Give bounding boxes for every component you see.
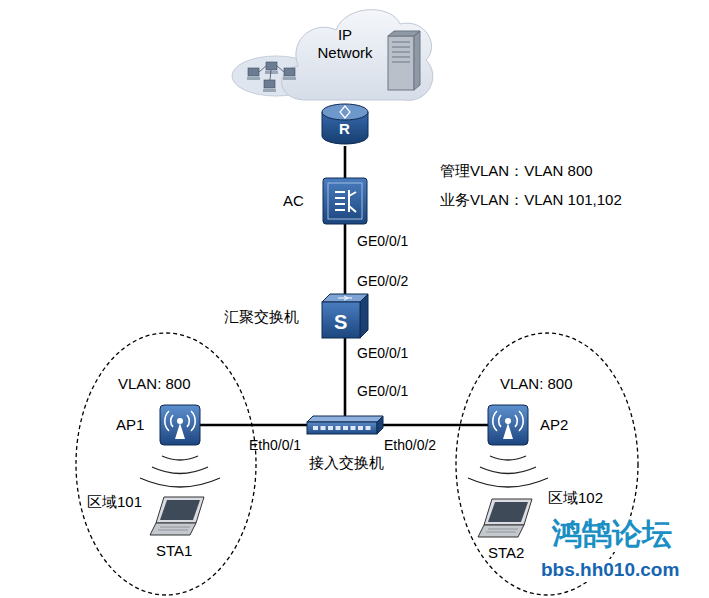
port-label: Eth0/0/2 [384, 437, 436, 454]
link-line [383, 424, 488, 427]
ap-shape [488, 405, 528, 445]
port-label: Eth0/0/1 [249, 437, 301, 454]
ip-network-cloud: IP Network [228, 0, 433, 110]
port-label: GE0/0/2 [357, 273, 408, 290]
coverage-area: VLAN: 800 区域102 AP2STA2 [455, 332, 639, 596]
link-line [344, 224, 347, 294]
node-label: IP Network [310, 26, 380, 62]
aggregation-switch: 汇聚交换机S [322, 294, 368, 338]
station-laptop: STA2 [478, 497, 534, 539]
link-line [200, 424, 307, 427]
ap-shape [160, 405, 200, 445]
ac-shape [323, 178, 367, 224]
node-label: AP2 [540, 416, 568, 434]
port-label: GE0/0/1 [357, 345, 408, 362]
ac-device: AC [323, 178, 367, 224]
port-label: GE0/0/1 [357, 233, 408, 250]
node-label: VLAN: 800 [500, 375, 573, 393]
node-label: AP1 [116, 416, 144, 434]
watermark: 鸿鹄论坛 [552, 516, 672, 552]
station-laptop: STA1 [150, 495, 206, 537]
node-label: 汇聚交换机 [224, 308, 299, 326]
node-label: VLAN: 800 [118, 375, 191, 393]
router-icon: R [322, 102, 368, 146]
link-line [344, 338, 347, 416]
watermark: bbs.hh010.com [541, 559, 679, 582]
link-line [344, 146, 347, 178]
node-label: STA2 [488, 544, 524, 562]
node-label: 区域101 [87, 493, 142, 511]
coverage-area: VLAN: 800 区域101 AP1STA1 [75, 332, 257, 596]
laptop-shape [478, 497, 534, 539]
access-shape [307, 416, 383, 434]
node-label: R [339, 120, 350, 138]
node-label: AC [283, 192, 304, 210]
vlan-note: 业务VLAN：VLAN 101,102 [440, 191, 622, 209]
access-point: AP1 [160, 405, 200, 445]
node-label: S [334, 310, 347, 334]
access-point: AP2 [488, 405, 528, 445]
node-label: 区域102 [548, 489, 603, 507]
access-switch: 接入交换机 [307, 416, 383, 434]
node-label: 接入交换机 [309, 454, 384, 472]
laptop-shape [150, 495, 206, 537]
port-label: GE0/0/1 [357, 383, 408, 400]
vlan-note: 管理VLAN：VLAN 800 [440, 162, 593, 180]
node-label: STA1 [156, 542, 192, 560]
ellipse-shape [455, 332, 639, 596]
